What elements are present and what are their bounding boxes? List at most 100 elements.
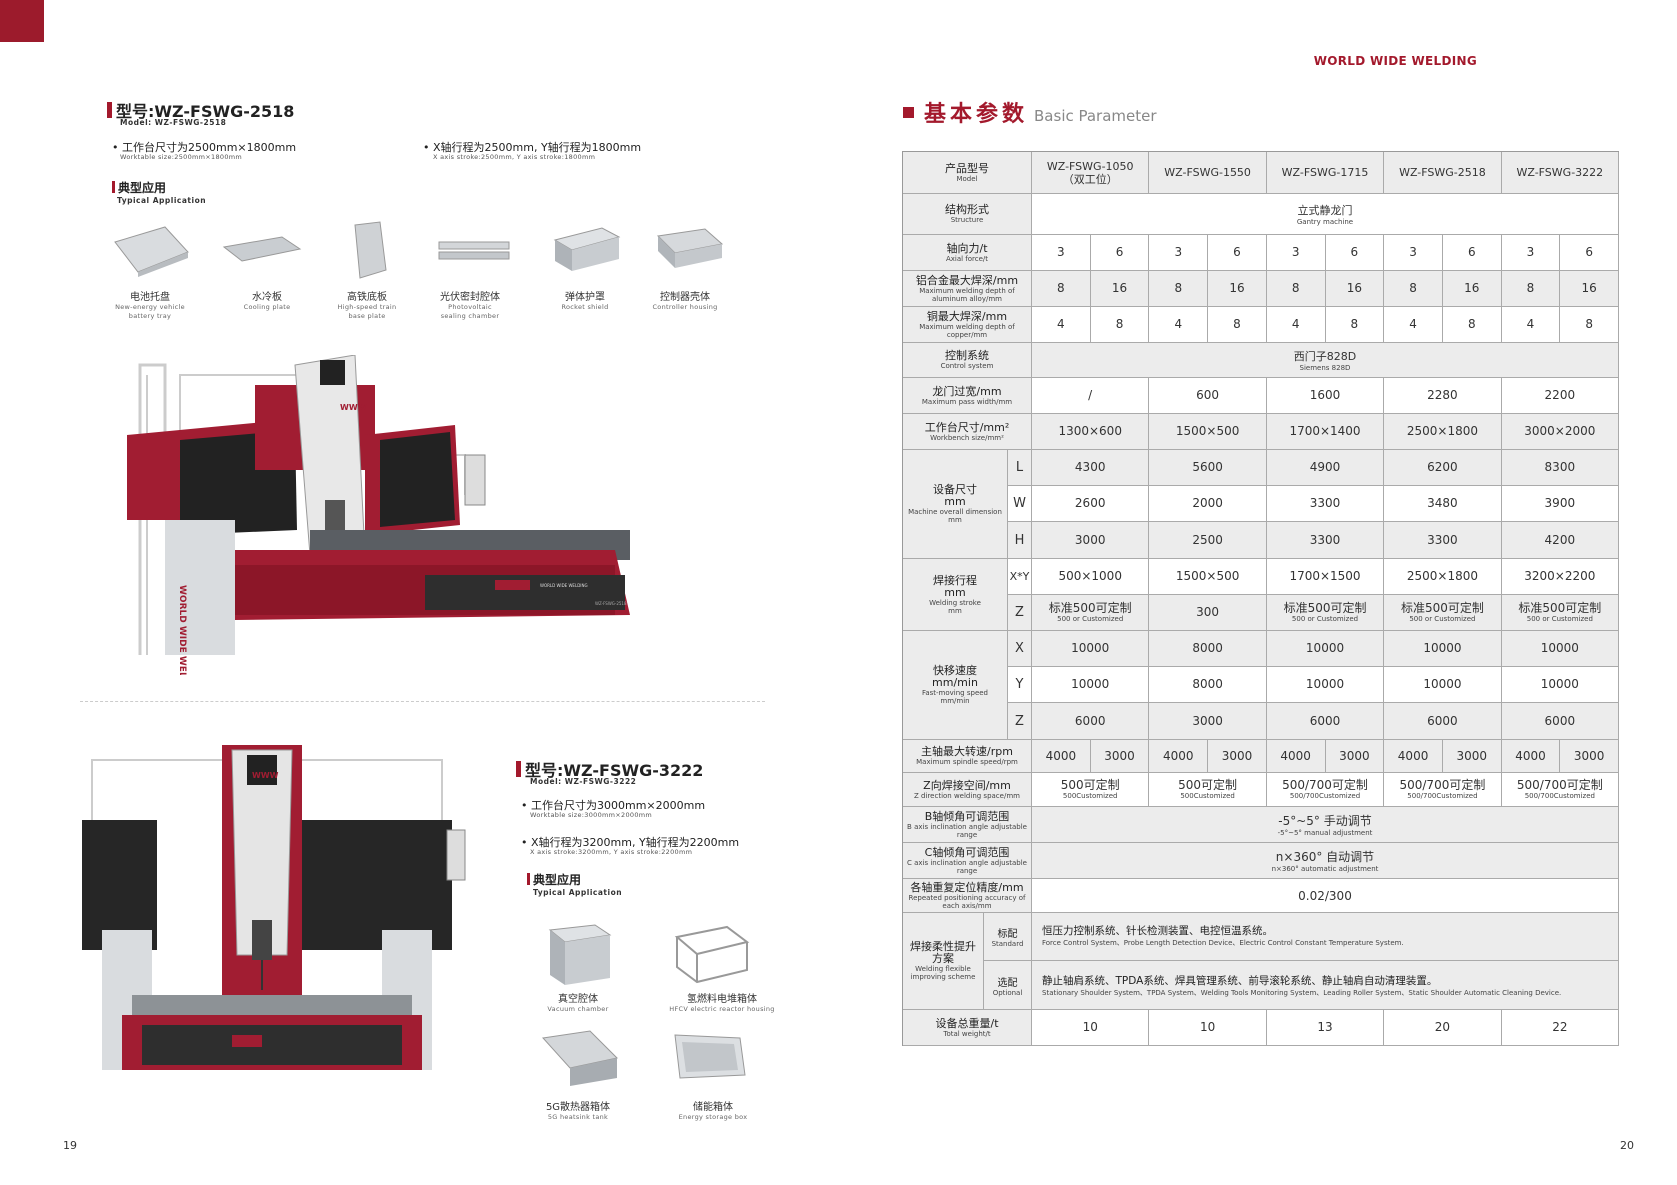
table-cell: 3000 [1443, 740, 1502, 772]
table-cell: 16 [1208, 271, 1267, 306]
table-cell: 3000 [1032, 522, 1150, 558]
machine-2518-image: WORLD WIDE WELDING WZ-FSWG-2518 WORLD WI… [127, 355, 630, 675]
table-cell: 4 [1267, 307, 1326, 342]
cell-zh: 500/700可定制 [1516, 778, 1603, 792]
table-cell: 3000×2000 [1502, 414, 1620, 449]
table-cell: 8 [1384, 271, 1443, 306]
machine2-logo: WWW [252, 771, 279, 780]
table-cell: 4200 [1502, 522, 1620, 558]
table-cell: 10000 [1032, 667, 1150, 702]
table-cell: 6 [1208, 235, 1267, 270]
table-cell: 600 [1149, 378, 1267, 413]
model2-spec1: • 工作台尺寸为3000mm×2000mm [521, 799, 706, 812]
hfcv-housing-image [674, 925, 750, 984]
cell-zh: 标准500可定制 [1048, 601, 1132, 615]
model2-spec1-en: Worktable size:3000mm×2000mm [530, 811, 653, 819]
cell-en: 500Customized [1062, 792, 1118, 800]
controller-housing-image [656, 228, 724, 268]
table-cell: 8 [1032, 271, 1091, 306]
table-cell: 2280 [1384, 378, 1502, 413]
brand-name: WORLD WIDE WELDING [1313, 54, 1477, 68]
table-cell: 3300 [1267, 486, 1385, 521]
table-cell: 3000 [1208, 740, 1267, 772]
table-cell: 4000 [1384, 740, 1443, 772]
table-cell: 16 [1091, 271, 1150, 306]
table-cell: 6 [1443, 235, 1502, 270]
table-cell: 3000 [1326, 740, 1385, 772]
table-cell: 8 [1208, 307, 1267, 342]
cell-zh: 300 [1196, 605, 1220, 619]
model1-title: 型号:WZ-FSWG-2518 [107, 98, 294, 122]
model1-subtitle: Model: WZ-FSWG-2518 [120, 118, 227, 127]
cell-en: 500/700Customized [1407, 792, 1478, 800]
table-cell: 8 [1502, 271, 1561, 306]
table-cell: 2500 [1149, 522, 1267, 558]
axis-label: L [1008, 450, 1032, 485]
table-cell: 3 [1502, 235, 1561, 270]
cell-en: 500 or Customized [1057, 615, 1124, 623]
table-cell: 1700×1500 [1267, 559, 1385, 594]
table-cell: 3000 [1149, 703, 1267, 739]
table-cell: 6 [1091, 235, 1150, 270]
heatsink-tank-image [542, 1030, 619, 1086]
cell-zh: 500/700可定制 [1399, 778, 1486, 792]
table-cell: 8 [1326, 307, 1385, 342]
rocket-shield-image [553, 227, 621, 271]
cooling-plate-image [222, 236, 302, 262]
model-col: WZ-FSWG-3222 [1502, 152, 1620, 193]
table-cell: 10000 [1502, 631, 1620, 666]
table-cell: / [1032, 378, 1150, 413]
table-cell: 20 [1384, 1010, 1502, 1045]
table-cell: 4 [1032, 307, 1091, 342]
table-cell: 4900 [1267, 450, 1385, 485]
model2-subtitle: Model: WZ-FSWG-3222 [530, 777, 637, 786]
page-number-left: 19 [63, 1139, 77, 1152]
table-cell: 3000 [1091, 740, 1150, 772]
table-cell: 10000 [1502, 667, 1620, 702]
table-cell: 5600 [1149, 450, 1267, 485]
train-plate-image [354, 221, 387, 279]
table-cell: 2200 [1502, 378, 1620, 413]
table-cell: 10 [1032, 1010, 1150, 1045]
axis-label: X [1008, 631, 1032, 666]
table-cell: 8300 [1502, 450, 1620, 485]
table-cell: 8 [1091, 307, 1150, 342]
table-cell: 3000 [1560, 740, 1620, 772]
cell-zh: 500可定制 [1178, 778, 1238, 792]
cell-zh: 标准500可定制 [1283, 601, 1367, 615]
cell-en: 500/700Customized [1524, 792, 1595, 800]
vacuum-chamber-image [548, 924, 612, 985]
model1-spec2-en: X axis stroke:2500mm, Y axis stroke:1800… [433, 153, 596, 161]
table-cell: 16 [1443, 271, 1502, 306]
table-cell: 1600 [1267, 378, 1385, 413]
table-cell: 2500×1800 [1384, 414, 1502, 449]
table-cell: 2000 [1149, 486, 1267, 521]
table-cell: 2600 [1032, 486, 1150, 521]
table-cell: 3 [1032, 235, 1091, 270]
table-cell: 1700×1400 [1267, 414, 1385, 449]
table-cell: 2500×1800 [1384, 559, 1502, 594]
table-cell: 8 [1560, 307, 1620, 342]
table-cell: 6000 [1384, 703, 1502, 739]
axis-label: Z [1008, 703, 1032, 739]
cell-zh: 500可定制 [1060, 778, 1120, 792]
model2-spec2-en: X axis stroke:3200mm, Y axis stroke:2200… [530, 848, 693, 856]
table-cell: 3 [1267, 235, 1326, 270]
table-cell: 3 [1384, 235, 1443, 270]
